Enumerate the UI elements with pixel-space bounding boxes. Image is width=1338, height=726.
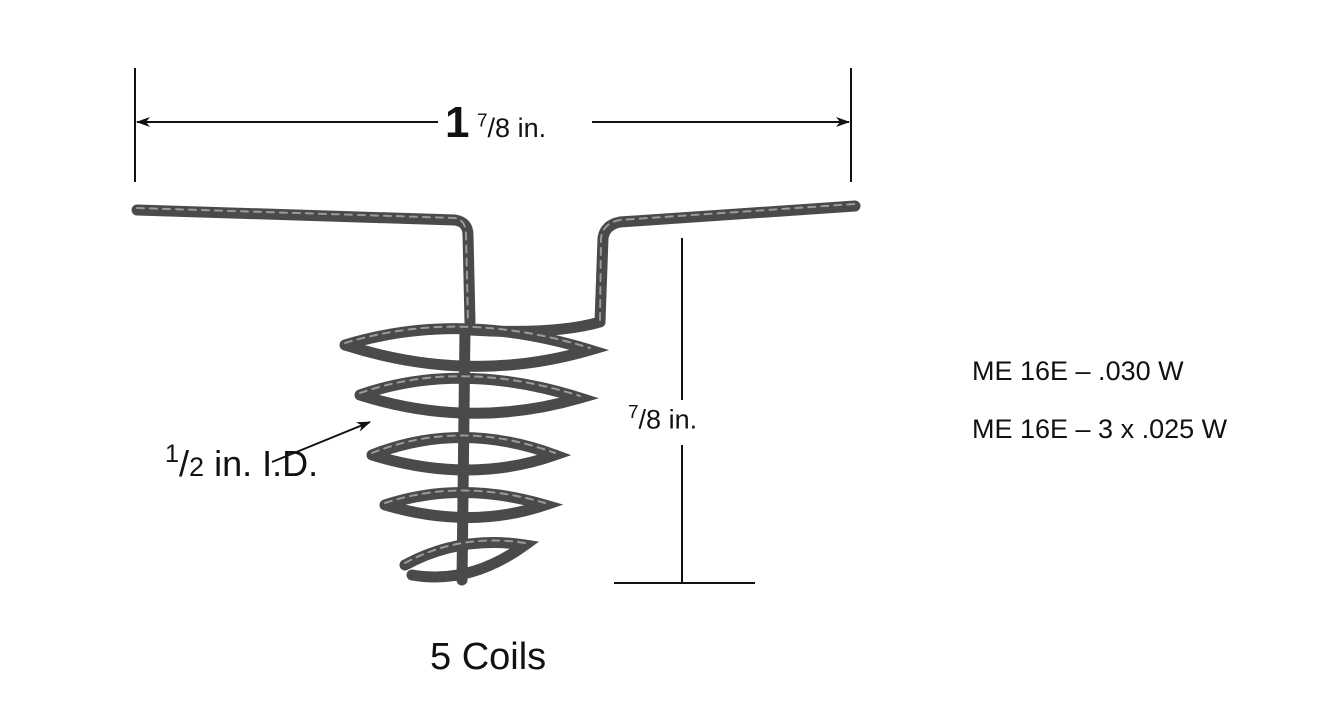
id-unit: in. I.D. xyxy=(214,442,319,484)
overall-width-label: 1 7/8 in. xyxy=(445,98,547,147)
coil-count-label: 5 Coils xyxy=(430,636,547,678)
height-label: 7/8 in. xyxy=(628,402,698,435)
inner-diameter-label: 1/2 in. I.D. xyxy=(165,440,319,484)
height-denominator: 8 xyxy=(646,404,662,435)
id-denominator: 2 xyxy=(189,451,205,482)
height-dimension xyxy=(614,238,755,584)
width-unit: in. xyxy=(517,113,547,143)
height-unit: in. xyxy=(668,404,698,435)
width-numerator: 7 xyxy=(477,110,488,132)
id-numerator: 1 xyxy=(165,440,180,468)
id-arrow xyxy=(271,421,371,463)
twisted-wire-coil xyxy=(131,200,861,586)
height-numerator: 7 xyxy=(628,402,639,423)
part-number-1: ME 16E – .030 W xyxy=(972,356,1184,386)
width-whole: 1 xyxy=(445,98,470,147)
width-dimension xyxy=(134,68,852,182)
width-denominator: 8 xyxy=(495,113,511,143)
part-number-2: ME 16E – 3 x .025 W xyxy=(972,414,1228,444)
